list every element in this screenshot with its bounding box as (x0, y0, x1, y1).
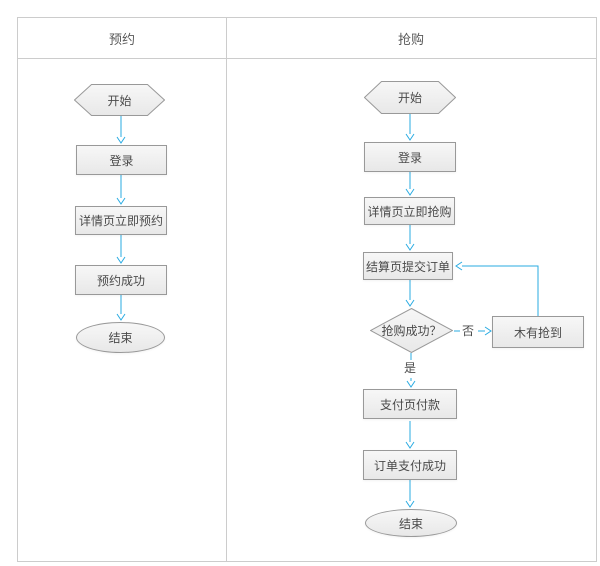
node-login-reservation: 登录 (76, 145, 167, 175)
node-label: 抢购成功？ (381, 324, 442, 338)
node-reservation-success: 预约成功 (75, 265, 167, 295)
node-label: 登录 (397, 150, 422, 165)
node-payment-page: 支付页付款 (363, 389, 457, 419)
node-login-rush: 登录 (364, 142, 456, 172)
lane-title-reservation: 预约 (108, 31, 135, 47)
node-label: 登录 (109, 153, 134, 168)
node-label: 详情页立即预约 (78, 214, 163, 228)
node-end-reservation: 结束 (76, 322, 165, 353)
hexagon-shape (364, 81, 456, 114)
node-label: 木有抢到 (513, 325, 562, 340)
lane-title-rush: 抢购 (397, 31, 424, 47)
node-label: 结束 (398, 516, 423, 531)
hexagon-shape (74, 84, 165, 116)
node-label: 详情页立即抢购 (367, 204, 452, 219)
node-label: 开始 (397, 91, 422, 105)
node-decision-rush-success: 抢购成功？ (370, 308, 453, 353)
node-rush-failed: 木有抢到 (492, 316, 584, 348)
edge-label-yes: 是 (404, 361, 417, 375)
node-detail-rush: 详情页立即抢购 (364, 197, 455, 225)
node-payment-success: 订单支付成功 (363, 450, 457, 480)
diamond-shape (370, 308, 453, 353)
node-detail-reservation: 详情页立即预约 (75, 206, 167, 235)
node-label: 开始 (107, 93, 132, 108)
lane-header-row: 预约 抢购 (18, 18, 596, 59)
node-label: 结算页提交订单 (365, 259, 450, 274)
node-end-rush: 结束 (365, 509, 457, 537)
edge-label-no: 否 (462, 324, 475, 338)
node-label: 结束 (108, 331, 133, 345)
node-label: 预约成功 (96, 273, 145, 288)
node-submit-order: 结算页提交订单 (363, 252, 453, 280)
node-start-rush: 开始 (364, 81, 456, 114)
node-label: 订单支付成功 (373, 458, 446, 473)
node-start-reservation: 开始 (74, 84, 165, 116)
node-label: 支付页付款 (379, 397, 440, 412)
lane-divider-line (226, 18, 227, 561)
